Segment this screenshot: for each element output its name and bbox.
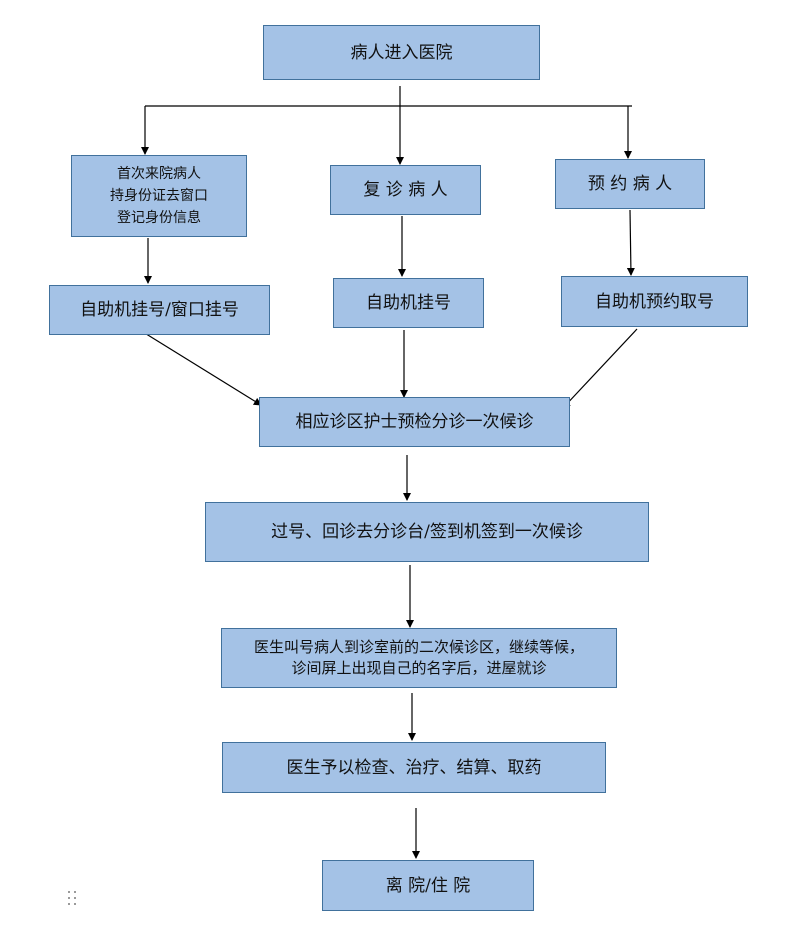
node-revisit: 复 诊 病 人 xyxy=(330,165,481,215)
node-appointment: 预 约 病 人 xyxy=(555,159,705,209)
node-checkin: 过号、回诊去分诊台/签到机签到一次候诊 xyxy=(205,502,649,562)
node-enter-hospital: 病人进入医院 xyxy=(263,25,540,80)
node-register-first: 自助机挂号/窗口挂号 xyxy=(49,285,270,335)
node-doctor-call: 医生叫号病人到诊室前的二次候诊区，继续等候， 诊间屏上出现自己的名字后，进屋就诊 xyxy=(221,628,617,688)
arrow-appointment-to-reg xyxy=(626,209,635,276)
arrow-reg-appointment-to-triage xyxy=(562,328,638,409)
node-register-revisit: 自助机挂号 xyxy=(333,278,484,328)
node-first-visit: 首次来院病人 持身份证去窗口 登记身份信息 xyxy=(71,155,247,237)
arrow-reg-first-to-triage xyxy=(142,331,262,406)
node-treatment: 医生予以检查、治疗、结算、取药 xyxy=(222,742,606,793)
drag-handle-icon[interactable] xyxy=(67,890,79,908)
node-triage: 相应诊区护士预检分诊一次候诊 xyxy=(259,397,570,447)
node-leave-hospital: 离 院/住 院 xyxy=(322,860,534,911)
node-register-appointment: 自助机预约取号 xyxy=(561,276,748,327)
